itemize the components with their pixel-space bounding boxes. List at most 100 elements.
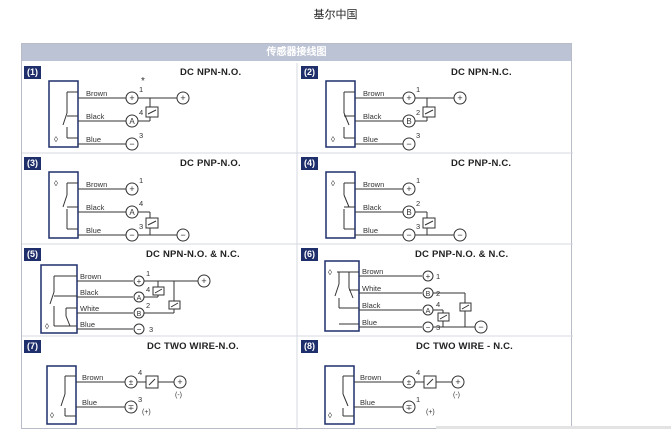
pin-label: 3 [416,131,420,140]
sensor-body [324,365,355,425]
cell-number: (6) [301,248,318,261]
sensor-symbol-icon: ◊ [50,411,54,420]
wire-label-blue: Blue [80,320,95,329]
wire-label-black: Black [86,203,105,212]
diagram-cell-1: (1) DC NPN-N.O. ◊ Brown Black Blue + 1 A… [22,64,296,152]
pin-label: 2 [416,199,420,208]
switch-icon [60,393,66,407]
svg-text:±: ± [129,378,134,387]
wire-label-brown: Brown [82,373,103,382]
polarity-label: (+) [142,409,151,416]
sensor-body [325,80,356,148]
svg-text:−: − [457,230,462,240]
svg-text:A: A [137,295,142,302]
switch-icon [334,283,340,297]
sensor-body [325,171,356,239]
switch-icon [62,112,68,126]
svg-text:+: + [426,272,431,281]
diagram-cell-2: (2) DC NPN-N.C. ◊ Brown Black Blue + 1 B… [299,64,573,152]
svg-text:+: + [129,184,134,194]
diagram-cell-6: (6) DC PNP-N.O. & N.C. ◊ Brown White Bla… [299,246,573,334]
svg-text:B: B [406,117,411,126]
sensor-body [48,171,79,239]
switch-icon [65,315,71,327]
pin-label: 4 [139,199,143,208]
cell-number: (5) [24,248,41,261]
wire-label-blue: Blue [363,226,378,235]
svg-text:−: − [137,325,142,334]
svg-text:A: A [129,117,135,126]
svg-text:+: + [180,93,185,103]
wire-label-white: White [80,304,99,313]
switch-icon [343,112,350,126]
pin-label: 1 [146,269,150,278]
cell-number: (1) [24,66,41,79]
polarity-label: (+) [426,409,435,416]
sensor-symbol-icon: ◊ [331,135,335,144]
cell-number: (2) [301,66,318,79]
cell-title: DC TWO WIRE - N.C. [416,341,514,352]
svg-text:−: − [406,230,411,240]
diagram-cell-8: (8) DC TWO WIRE - N.C. ◊ Brown Blue ± 4 … [299,338,573,430]
svg-text:B: B [406,208,411,217]
wiring-diagram: ◊ Brown Blue ± 4 ∓ 1 (+) + (-) [324,365,465,425]
wiring-diagram-sheet: 传感器接线图 (1) DC NPN-N.O. ◊ Brown Black Blu… [21,43,573,430]
wiring-diagram: ◊ Brown Black Blue + 1 B 2 − 3 [325,80,467,151]
pin-label: 1 [416,176,420,185]
svg-text:−: − [180,230,185,240]
cell-number: (4) [301,157,318,170]
sensor-symbol-icon: ◊ [54,179,58,188]
svg-text:B: B [426,291,431,298]
svg-text:−: − [478,322,483,332]
wire-label-black: Black [362,301,381,310]
pin-label: 3 [139,222,143,231]
pin-label: 4 [146,285,150,294]
cell-number: (7) [24,340,41,353]
switch-icon [343,194,350,208]
cell-title: DC NPN-N.O. [180,67,242,78]
cell-title: DC PNP-N.C. [451,158,512,169]
sensor-symbol-icon: ◊ [54,135,58,144]
wire-label-white: White [362,284,381,293]
svg-text:−: − [406,139,411,149]
wire-label-black: Black [363,112,382,121]
wire-label-blue: Blue [86,135,101,144]
cell-number: (3) [24,157,41,170]
diagram-cell-4: (4) DC PNP-N.C. ◊ Brown Black Blue + 1 B… [299,155,573,243]
svg-text:+: + [177,377,182,387]
svg-text:−: − [426,323,431,332]
supply-plus [176,91,190,105]
switch-icon [49,291,55,305]
wire-label-black: Black [80,288,99,297]
wiring-diagram: ◊ Brown Black White Blue + 1 A 4 B [40,264,211,335]
polarity-label: (-) [453,392,460,399]
sensor-symbol-icon: ◊ [331,179,335,188]
pin-label: 3 [139,131,143,140]
pin-label: 3 [138,395,142,404]
wire-label-blue: Blue [363,135,378,144]
scroll-strip [436,426,671,429]
svg-text:∓: ∓ [406,403,413,412]
switch-icon [62,194,68,208]
sheet-header: 传感器接线图 [22,44,571,61]
cell-title: DC NPN-N.C. [451,67,512,78]
pin-label: 2 [416,108,420,117]
wire-label-black: Black [363,203,382,212]
pin-label: 4 [416,368,420,377]
sensor-symbol-icon: ◊ [328,411,332,420]
pin-label: 4 [138,368,142,377]
terminal-3 [125,137,139,151]
svg-text:A: A [129,208,135,217]
pin-label: 1 [416,85,420,94]
wiring-diagram: ◊ Brown Black Blue + 1 B 2 − 3 [325,171,467,242]
sensor-symbol-icon: ◊ [45,322,49,331]
svg-text:−: − [129,139,134,149]
pin-label: 1 [139,176,143,185]
cell-title: DC TWO WIRE-N.O. [147,341,239,352]
sensor-body [324,260,360,332]
wiring-diagram: ◊ Brown Black Blue + 1 A 4 − 3 [48,171,190,242]
cell-title: DC NPN-N.O. & N.C. [146,249,240,260]
pin-label: 1 [416,395,420,404]
pin-label: 1 [436,272,440,281]
wiring-diagram: ◊ Brown Black Blue + 1 A 4 − 3 * [48,76,190,151]
